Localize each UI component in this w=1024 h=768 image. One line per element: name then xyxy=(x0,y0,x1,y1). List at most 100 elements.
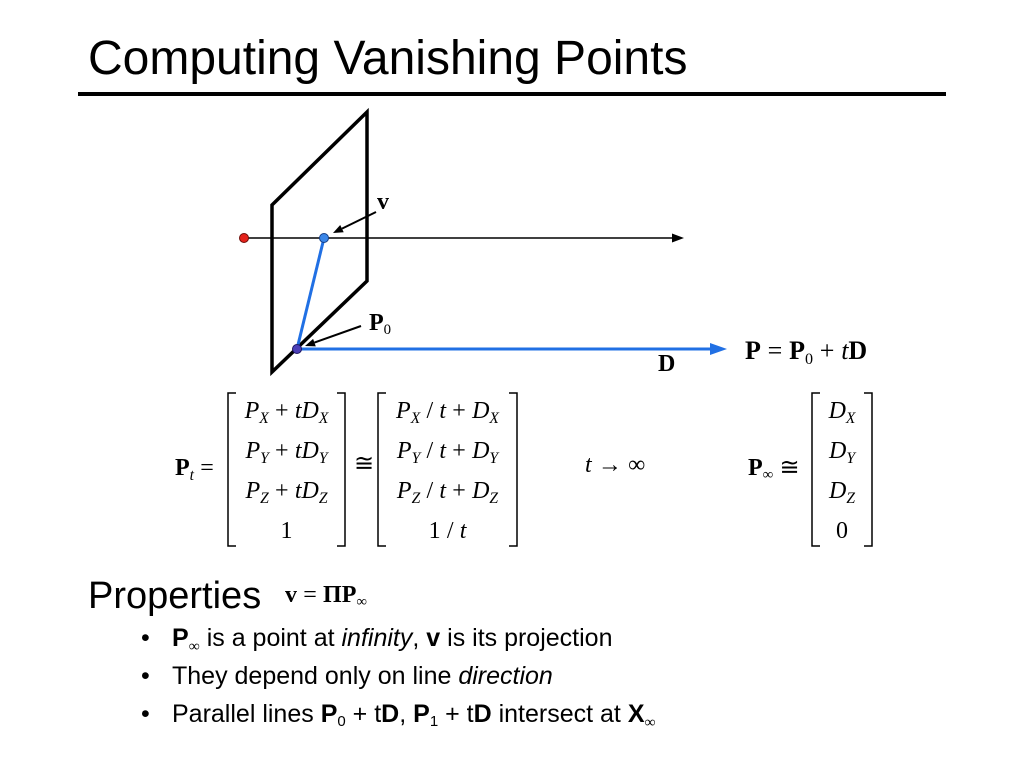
matrix-bracket-right xyxy=(509,392,518,547)
math-symbol: 1 xyxy=(280,518,293,544)
math-symbol: v xyxy=(285,582,297,608)
subscript: t xyxy=(189,466,195,484)
subscript: X xyxy=(489,409,499,427)
matrix-direction: DX DY DZ 0 xyxy=(812,391,872,551)
text-run: intersect at xyxy=(491,700,628,728)
subscript: Y xyxy=(489,449,499,467)
math-symbol: P xyxy=(396,438,412,464)
math-operator: / xyxy=(426,438,434,464)
text-run: P xyxy=(172,624,189,652)
limit-t-to-infinity: t→∞ xyxy=(585,453,645,477)
math-symbol: 0 xyxy=(836,518,848,544)
image-plane xyxy=(270,107,369,377)
label-d: D xyxy=(658,351,676,377)
matrix-bracket-left xyxy=(377,392,386,547)
text-run: Parallel lines xyxy=(172,700,321,728)
math-symbol: t xyxy=(294,438,302,464)
subscript: ∞ xyxy=(762,467,774,484)
text-run: direction xyxy=(458,662,553,690)
math-symbol: t xyxy=(439,478,447,504)
math-symbol: D xyxy=(828,478,847,504)
bullet-item: Parallel lines P0 + tD, P1 + tD intersec… xyxy=(141,699,656,733)
projected-line-segment xyxy=(295,237,326,350)
subscript: Z xyxy=(846,489,856,507)
v-pointer-arrowhead xyxy=(333,225,344,233)
matrix-row: PY+tDY xyxy=(228,431,345,471)
math-symbol: P xyxy=(396,398,411,424)
matrix-row: 0 xyxy=(812,511,872,551)
math-symbol: P xyxy=(245,438,261,464)
math-symbol: P xyxy=(244,398,260,424)
matrix-bracket-right xyxy=(864,392,873,547)
math-symbol: P xyxy=(789,336,805,365)
text-run: They depend only on line xyxy=(172,662,459,690)
subscript: Z xyxy=(318,489,328,507)
math-operator: → xyxy=(597,452,622,478)
matrix-row: 1/t xyxy=(378,511,517,551)
label-v: v xyxy=(377,189,389,215)
math-operator: + xyxy=(275,398,289,424)
math-symbol: D xyxy=(301,478,319,504)
p0-point-dot xyxy=(292,344,302,354)
line-direction-arrowhead xyxy=(710,343,727,355)
subscript: X xyxy=(259,409,269,427)
v-pointer-arrow xyxy=(341,211,377,230)
math-operator: + xyxy=(275,478,289,504)
text-run: , xyxy=(399,700,414,728)
text-run: D xyxy=(381,700,400,728)
ray-equation: P=P0+tD xyxy=(745,338,867,368)
subscript: 0 xyxy=(804,350,814,368)
point-at-infinity-lhs: P∞≅ xyxy=(748,456,806,483)
text-run: is its projection xyxy=(440,624,613,652)
subscript: Z xyxy=(260,489,269,507)
matrix-scaled: PX/t+DX PY/t+DY PZ/t+DZ 1/t xyxy=(378,391,517,551)
p0-pointer-arrow xyxy=(314,325,362,344)
matrix-bracket-left xyxy=(227,392,236,547)
matrix-row: PY/t+DY xyxy=(378,431,517,471)
math-operator: = xyxy=(767,336,783,365)
math-symbol: Π xyxy=(323,582,342,608)
math-operator: = xyxy=(303,582,317,608)
matrix-row: PZ/t+DZ xyxy=(378,471,517,511)
math-symbol: D xyxy=(828,398,846,424)
math-symbol: P xyxy=(341,582,357,608)
bullet-item: P∞ is a point at infinity, v is its proj… xyxy=(141,623,613,657)
point-pt-lhs: Pt= xyxy=(175,455,220,484)
math-operator: + xyxy=(819,336,835,365)
label-p0: P0 xyxy=(369,311,391,338)
text-run: is a point at xyxy=(199,624,342,652)
subscript: X xyxy=(318,409,329,427)
subscript: ∞ xyxy=(644,713,656,731)
projection-formula: v=ΠP∞ xyxy=(285,583,367,610)
math-symbol: t xyxy=(459,518,467,544)
math-symbol: P xyxy=(396,478,412,504)
math-operator: = xyxy=(200,455,214,481)
math-operator: + xyxy=(452,398,466,424)
matrix-row: PZ+tDZ xyxy=(228,471,345,511)
text-run: D xyxy=(473,700,492,728)
properties-heading: Properties xyxy=(88,575,262,617)
text-run: v xyxy=(426,624,441,652)
bullet-item: They depend only on line direction xyxy=(141,661,553,691)
math-symbol: 1 xyxy=(428,518,441,544)
math-operator: / xyxy=(426,478,434,504)
math-symbol: D xyxy=(848,336,868,365)
subscript: 0 xyxy=(337,713,346,731)
math-symbol: D xyxy=(472,398,490,424)
math-symbol: P xyxy=(748,455,763,481)
matrix-row: PX+tDX xyxy=(228,391,345,431)
matrix-bracket-left xyxy=(811,392,820,547)
vanishing-point-dot xyxy=(319,233,329,243)
text-run: X xyxy=(627,700,645,728)
text-run: P xyxy=(320,700,338,728)
slide-title: Computing Vanishing Points xyxy=(88,32,688,85)
math-symbol: t xyxy=(294,398,302,424)
subscript: Y xyxy=(318,449,328,467)
subscript: X xyxy=(845,409,856,427)
math-symbol: t xyxy=(439,438,447,464)
matrix-bracket-right xyxy=(337,392,346,547)
text-run: , xyxy=(412,624,427,652)
subscript: Y xyxy=(260,449,269,467)
subscript: 1 xyxy=(429,713,439,731)
math-symbol: t xyxy=(841,336,849,365)
